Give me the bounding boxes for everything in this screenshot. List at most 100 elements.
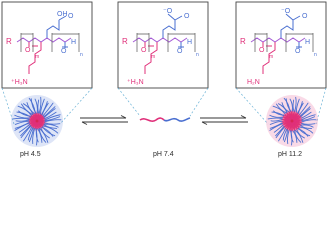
micelle-corona-chain bbox=[294, 129, 304, 143]
h-label: H bbox=[305, 39, 310, 46]
micelle-core-chain bbox=[292, 122, 298, 131]
micelle-corona-chain bbox=[297, 101, 303, 114]
micelle-corona-chain bbox=[21, 103, 33, 115]
micelle-corona-chain bbox=[23, 126, 33, 142]
n-subscript: n bbox=[80, 52, 83, 58]
micelle-corona-chain bbox=[300, 108, 311, 117]
amine-label: ⁺H₃N bbox=[11, 79, 28, 86]
acid-o-label: O bbox=[184, 13, 190, 20]
micelle-right bbox=[266, 95, 318, 147]
micelle-core-chain bbox=[283, 115, 291, 121]
micelle-corona-chain bbox=[37, 128, 43, 143]
micelle-core-chain bbox=[37, 122, 42, 129]
acid-o-label: O bbox=[68, 13, 74, 20]
micelle-core-chain bbox=[34, 122, 38, 130]
micelle-corona-chain bbox=[300, 106, 311, 117]
micelle-core-chain bbox=[281, 120, 291, 123]
micelle-corona-chain bbox=[44, 119, 62, 123]
micelle-core-chain bbox=[290, 122, 293, 132]
micelle-corona-chain bbox=[44, 122, 61, 125]
micelle-core-chain bbox=[286, 111, 292, 120]
micelle-core-chain bbox=[293, 121, 300, 129]
micelle-corona-chain bbox=[276, 103, 287, 114]
panel-frame bbox=[1, 1, 93, 89]
micelle-core-chain bbox=[292, 122, 296, 132]
panel-frame bbox=[235, 1, 327, 89]
micelle-corona-chain bbox=[299, 102, 309, 115]
ph-label-left: pH 4.5 bbox=[20, 151, 41, 158]
micelle-corona-chain bbox=[41, 126, 54, 137]
projection-right bbox=[235, 87, 327, 125]
backbone-right bbox=[250, 13, 314, 74]
micelle-corona-chain bbox=[15, 119, 30, 122]
micelle-corona-chain bbox=[43, 108, 56, 118]
ph-label-right: pH 11.2 bbox=[278, 151, 302, 158]
m-subscript: m bbox=[35, 54, 39, 60]
micelle-corona-chain bbox=[275, 126, 285, 139]
micelle-corona-chain bbox=[286, 130, 290, 145]
structure-panel-right: R O ⁻O O O H m n H₂N bbox=[235, 1, 327, 89]
micelle-corona-chain bbox=[282, 129, 288, 141]
micelle-core-chain bbox=[34, 112, 37, 120]
micelle-core-chain bbox=[289, 110, 292, 120]
micelle-corona-chain bbox=[269, 123, 283, 131]
micelle-corona-chain bbox=[294, 96, 297, 112]
micelle-corona-chain bbox=[39, 128, 49, 143]
micelle-corona-chain bbox=[269, 120, 283, 125]
micelle-corona-chain bbox=[18, 123, 31, 133]
micelle-core-chain bbox=[293, 121, 302, 127]
micelle-corona-chain bbox=[269, 122, 283, 129]
m-subscript: m bbox=[151, 54, 155, 60]
micelle-corona-chain bbox=[44, 116, 61, 121]
micelle-corona-chain bbox=[301, 122, 316, 125]
carbonyl-o-label: O bbox=[141, 47, 147, 54]
carboxylate-label: ⁻O bbox=[163, 8, 173, 15]
micelle-corona-chain bbox=[20, 125, 31, 137]
micelle-corona-chain bbox=[292, 130, 298, 143]
micelle-corona-chain bbox=[285, 98, 292, 112]
carbonyl-o2-label: O bbox=[177, 48, 183, 55]
structure-panel-left: R O OH O O H m n ⁺H₃N bbox=[1, 1, 93, 89]
micelle-corona-chain bbox=[43, 123, 59, 128]
micelle-corona-chain bbox=[34, 98, 38, 114]
structure-panel-middle: R O ⁻O O O H m n ⁺H₃N bbox=[117, 1, 209, 89]
r-label: R bbox=[6, 37, 12, 46]
micelle-corona-chain bbox=[26, 102, 35, 114]
micelle-core-chain bbox=[284, 113, 291, 121]
micelle-core-chain bbox=[29, 116, 36, 121]
n-subscript: n bbox=[314, 52, 317, 58]
panel-frame bbox=[117, 1, 209, 89]
h-label: H bbox=[187, 39, 192, 46]
micelle-corona-chain bbox=[292, 99, 295, 112]
micelle-core-chain bbox=[35, 112, 38, 120]
r-label: R bbox=[240, 37, 246, 46]
micelle-corona-chain bbox=[43, 106, 56, 118]
micelle-corona-chain bbox=[35, 128, 38, 146]
micelle-core-chain bbox=[38, 121, 43, 128]
carbonyl-o-label: O bbox=[259, 47, 265, 54]
micelle-corona-chain bbox=[32, 128, 35, 145]
m-subscript: m bbox=[269, 54, 273, 60]
micelle-corona-chain bbox=[289, 98, 293, 112]
micelle-corona-chain bbox=[300, 124, 314, 128]
micelle-core-chain bbox=[291, 110, 296, 120]
micelle-corona-chain bbox=[18, 110, 31, 117]
equilibrium-arrows-right bbox=[200, 115, 248, 125]
micelle-core-chain bbox=[288, 122, 293, 131]
micelle-corona-chain bbox=[14, 122, 30, 129]
carbonyl-o2-label: O bbox=[295, 48, 301, 55]
micelle-corona-chain bbox=[301, 119, 317, 123]
micelle-core-chain bbox=[36, 112, 40, 120]
micelle-corona-chain bbox=[294, 130, 302, 143]
micelle-core-chain bbox=[37, 122, 40, 130]
backbone-left bbox=[16, 15, 80, 74]
micelle-corona-chain bbox=[28, 127, 34, 143]
micelle-corona-chain bbox=[281, 102, 289, 113]
micelle-corona-chain bbox=[300, 125, 313, 129]
micelle-corona-chain bbox=[272, 105, 286, 115]
micelle-corona-chain bbox=[273, 124, 284, 133]
diagram-svg: R O OH O O H m n ⁺H₃N R O ⁻O O O H bbox=[1, 1, 327, 147]
micelle-corona-chain bbox=[27, 127, 34, 141]
micelle-corona-chain bbox=[296, 129, 305, 139]
micelle-corona-chain bbox=[42, 102, 54, 117]
